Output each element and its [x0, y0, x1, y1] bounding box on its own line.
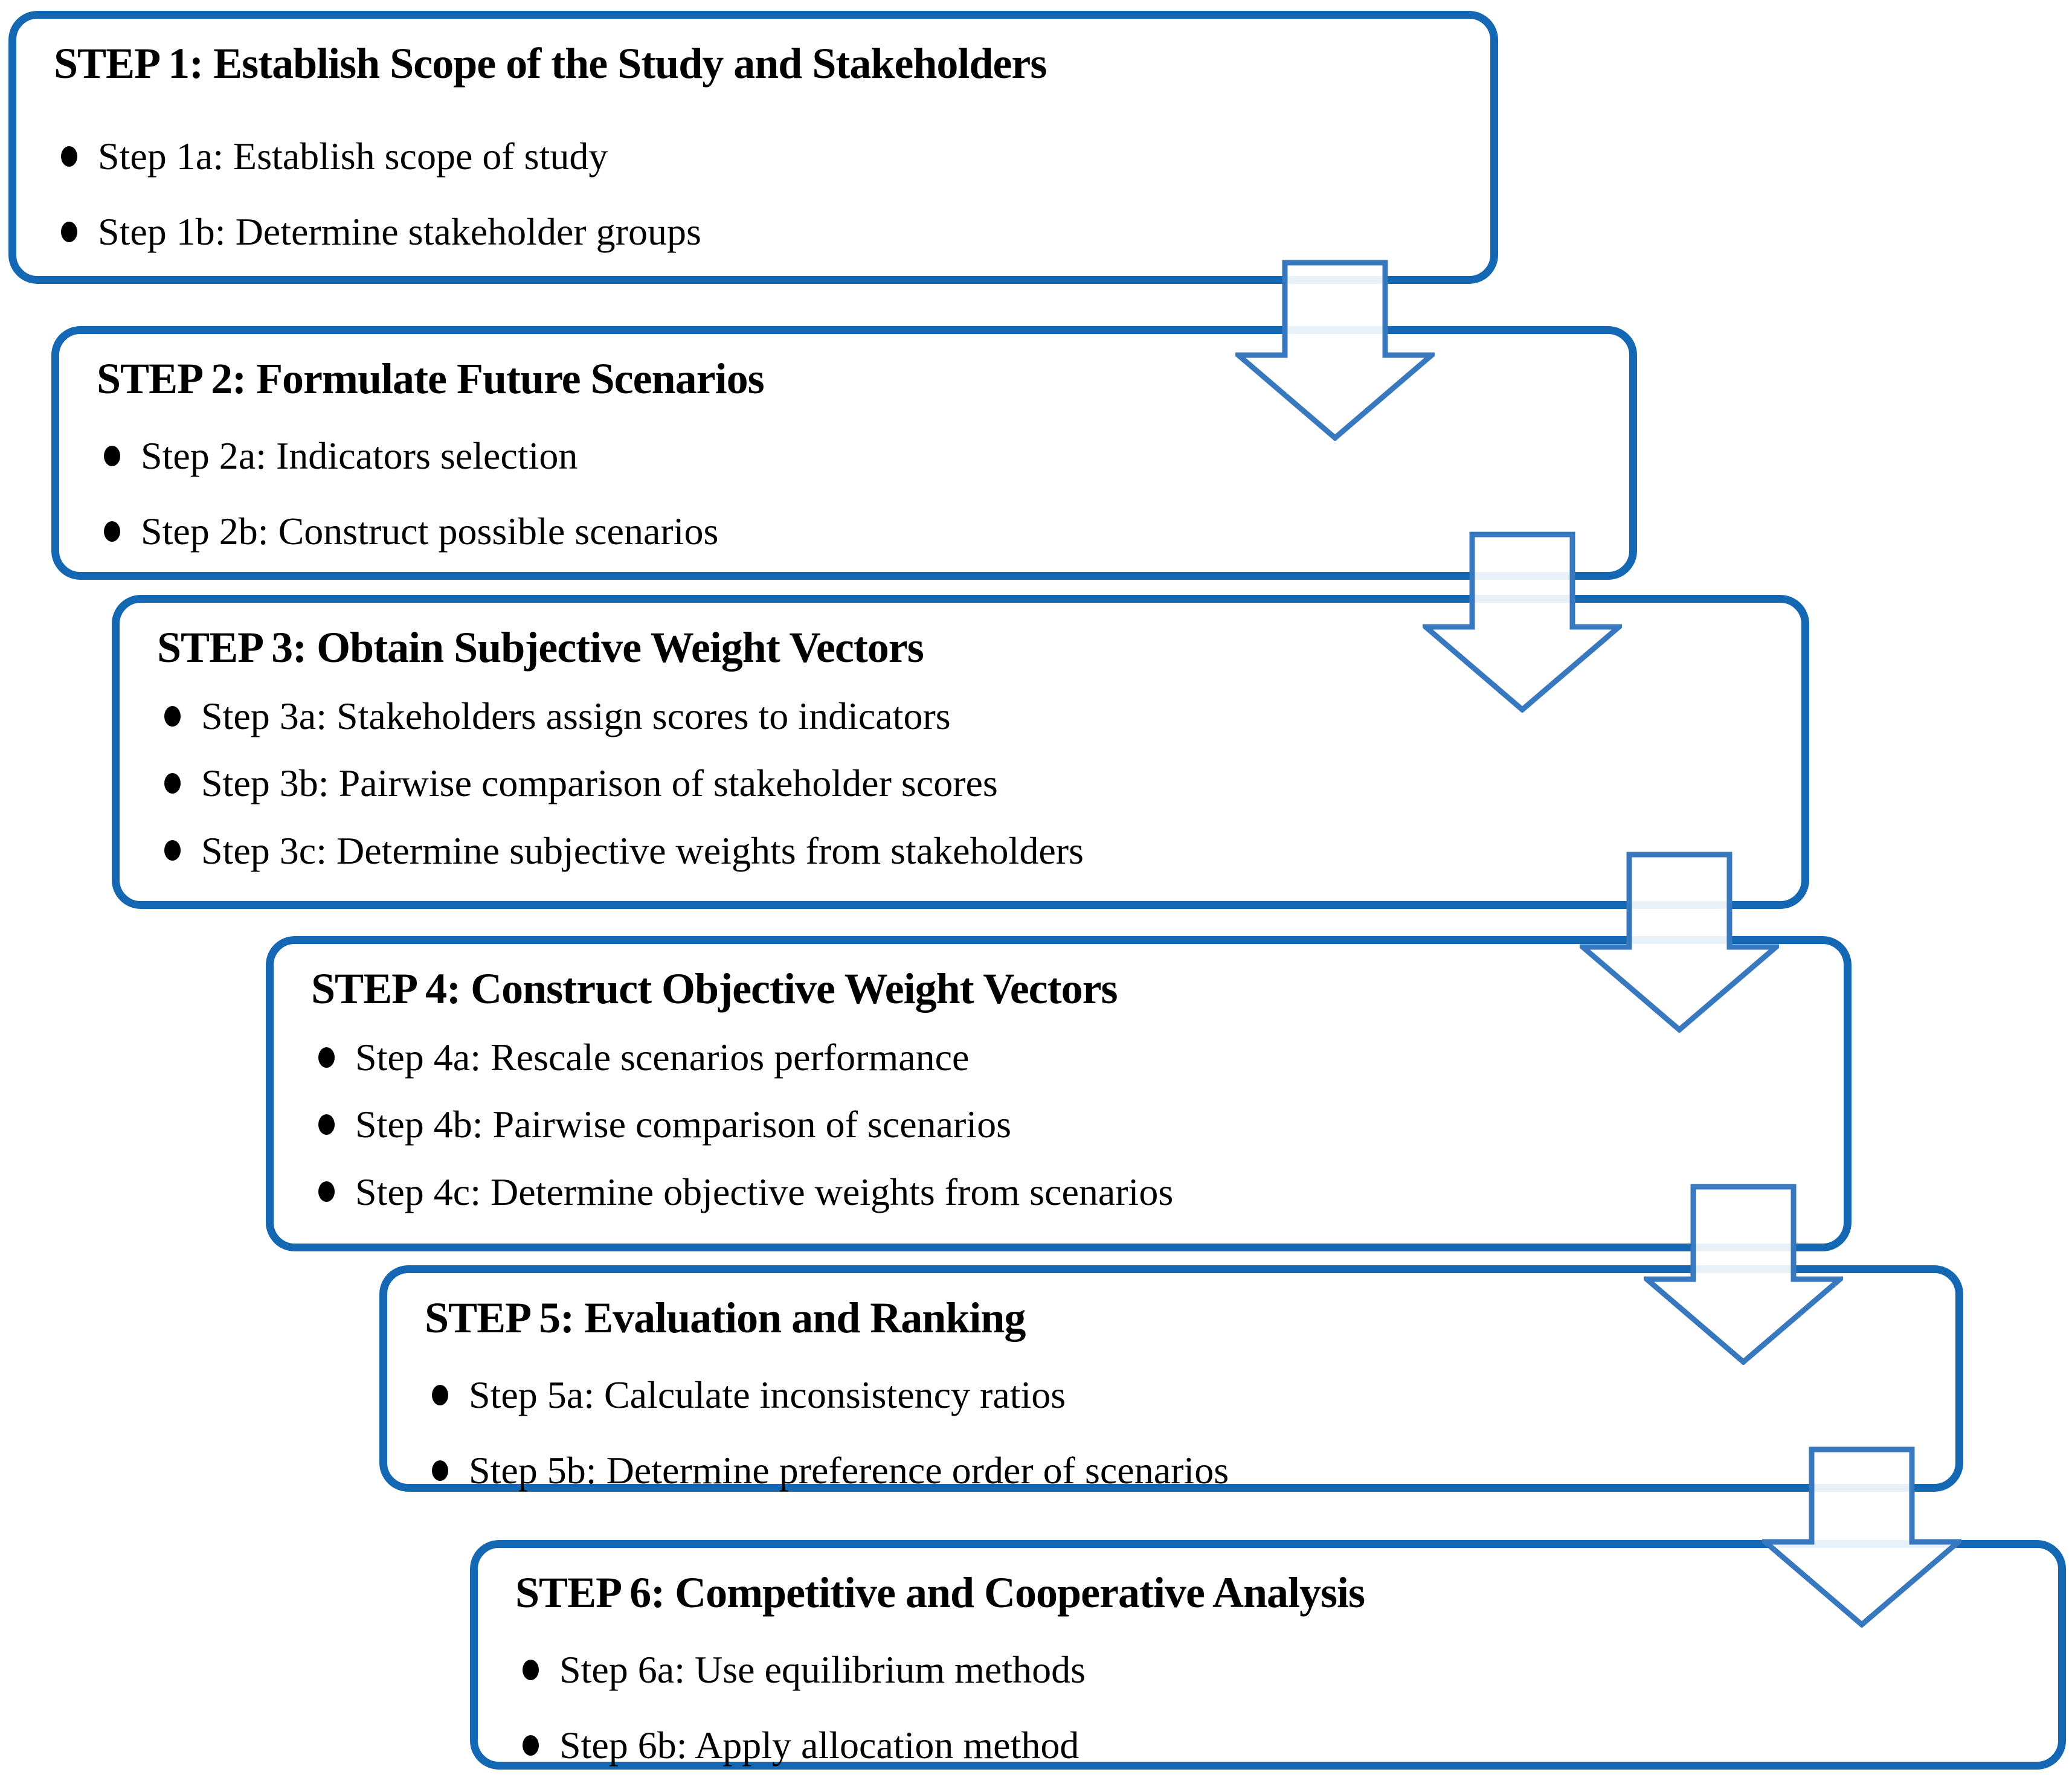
list-item: Step 2b: Construct possible scenarios	[104, 506, 1593, 556]
list-item: Step 4a: Rescale scenarios performance	[318, 1032, 1807, 1082]
step-3-title: STEP 3: Obtain Subjective Weight Vectors	[157, 623, 924, 672]
step-4-title: STEP 4: Construct Objective Weight Vecto…	[311, 965, 1118, 1013]
step-6-title: STEP 6: Competitive and Cooperative Anal…	[515, 1568, 1365, 1617]
bullet-icon	[164, 840, 181, 861]
step-2-title: STEP 2: Formulate Future Scenarios	[97, 355, 765, 403]
bullet-label: Step 4a: Rescale scenarios performance	[355, 1036, 970, 1079]
list-item: Step 1b: Determine stakeholder groups	[61, 207, 1454, 257]
step-3-list: Step 3a: Stakeholders assign scores to i…	[157, 691, 1765, 876]
down-arrow-icon	[1762, 1446, 1961, 1628]
list-item: Step 5b: Determine preference order of s…	[432, 1445, 1919, 1495]
bullet-label: Step 4b: Pairwise comparison of scenario…	[355, 1103, 1011, 1146]
step-5-title: STEP 5: Evaluation and Ranking	[425, 1294, 1026, 1342]
down-arrow-icon	[1644, 1184, 1843, 1365]
bullet-label: Step 5a: Calculate inconsistency ratios	[469, 1373, 1066, 1417]
bullet-icon	[523, 1735, 539, 1756]
list-item: Step 6b: Apply allocation method	[523, 1720, 2022, 1770]
bullet-label: Step 2a: Indicators selection	[141, 434, 578, 478]
bullet-label: Step 6a: Use equilibrium methods	[559, 1648, 1086, 1692]
step-5-list: Step 5a: Calculate inconsistency ratios …	[425, 1370, 1919, 1495]
bullet-label: Step 3a: Stakeholders assign scores to i…	[201, 695, 951, 738]
bullet-label: Step 3b: Pairwise comparison of stakehol…	[201, 762, 998, 805]
bullet-label: Step 1b: Determine stakeholder groups	[98, 210, 701, 254]
list-item: Step 3c: Determine subjective weights fr…	[164, 826, 1765, 876]
step-box-6: STEP 6: Competitive and Cooperative Anal…	[470, 1540, 2066, 1770]
down-arrow-icon	[1235, 260, 1435, 441]
step-1-title: STEP 1: Establish Scope of the Study and…	[54, 39, 1047, 88]
step-4-list: Step 4a: Rescale scenarios performance S…	[311, 1032, 1807, 1217]
step-2-list: Step 2a: Indicators selection Step 2b: C…	[97, 431, 1593, 556]
bullet-icon	[104, 521, 120, 542]
bullet-label: Step 4c: Determine objective weights fro…	[355, 1170, 1174, 1213]
bullet-icon	[164, 772, 181, 794]
bullet-icon	[61, 221, 77, 242]
bullet-icon	[318, 1181, 335, 1202]
list-item: Step 3a: Stakeholders assign scores to i…	[164, 691, 1765, 741]
bullet-label: Step 5b: Determine preference order of s…	[469, 1449, 1229, 1492]
bullet-icon	[61, 146, 77, 167]
down-arrow-icon	[1580, 852, 1779, 1033]
step-box-1: STEP 1: Establish Scope of the Study and…	[8, 11, 1498, 284]
bullet-icon	[432, 1384, 448, 1405]
bullet-icon	[318, 1114, 335, 1135]
list-item: Step 5a: Calculate inconsistency ratios	[432, 1370, 1919, 1420]
bullet-label: Step 6b: Apply allocation method	[559, 1724, 1079, 1767]
bullet-label: Step 2b: Construct possible scenarios	[141, 510, 719, 553]
bullet-label: Step 3c: Determine subjective weights fr…	[201, 829, 1084, 872]
list-item: Step 3b: Pairwise comparison of stakehol…	[164, 758, 1765, 808]
list-item: Step 6a: Use equilibrium methods	[523, 1645, 2022, 1695]
step-1-list: Step 1a: Establish scope of study Step 1…	[54, 131, 1454, 257]
list-item: Step 2a: Indicators selection	[104, 431, 1593, 481]
bullet-icon	[523, 1659, 539, 1680]
bullet-icon	[318, 1047, 335, 1068]
bullet-icon	[104, 445, 120, 466]
list-item: Step 4b: Pairwise comparison of scenario…	[318, 1099, 1807, 1149]
list-item: Step 4c: Determine objective weights fro…	[318, 1167, 1807, 1217]
down-arrow-icon	[1423, 531, 1622, 713]
bullet-icon	[432, 1460, 448, 1481]
step-6-list: Step 6a: Use equilibrium methods Step 6b…	[515, 1645, 2022, 1770]
bullet-icon	[164, 705, 181, 727]
list-item: Step 1a: Establish scope of study	[61, 131, 1454, 181]
bullet-label: Step 1a: Establish scope of study	[98, 135, 608, 178]
step-box-4: STEP 4: Construct Objective Weight Vecto…	[266, 936, 1852, 1251]
